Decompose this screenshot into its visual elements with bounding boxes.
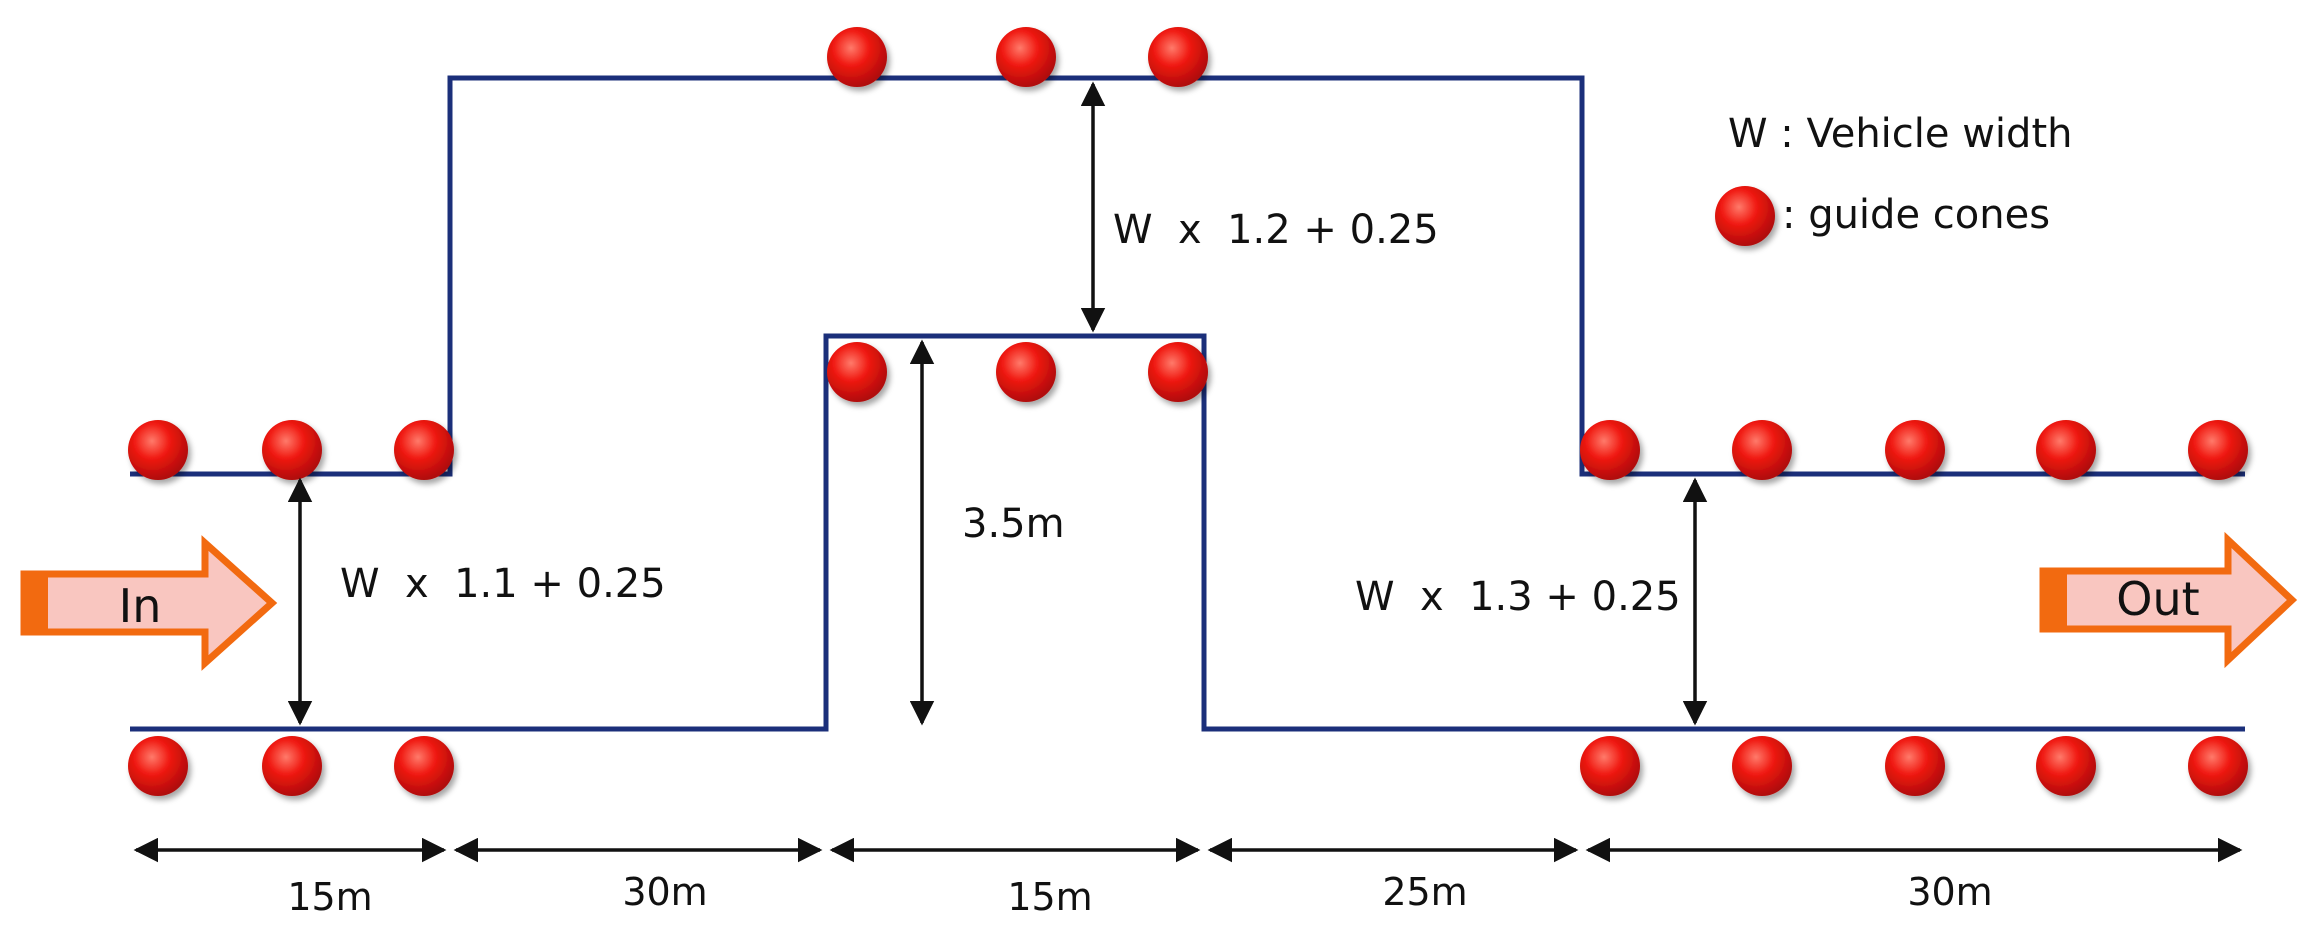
- guide-cones: [128, 27, 2248, 796]
- section-labels: 15m 30m 15m 25m 30m: [287, 870, 1992, 919]
- in-arrow-label: In: [119, 579, 162, 633]
- section-4-label: 25m: [1382, 870, 1467, 914]
- out-arrow-tail: [2041, 569, 2067, 631]
- guide-cone-entry-lower-1: [128, 736, 188, 796]
- guide-cone-middle-upper-1: [827, 27, 887, 87]
- guide-cone-exit-upper-4: [2036, 420, 2096, 480]
- exit-width-label: W x 1.3 + 0.25: [1355, 574, 1681, 620]
- guide-cone-entry-upper-2: [262, 420, 322, 480]
- legend-cone-icon: [1715, 186, 1775, 246]
- legend-guide-cones: : guide cones: [1782, 192, 2050, 238]
- course-boundaries: [130, 75, 2245, 732]
- entry-width-label: W x 1.1 + 0.25: [340, 561, 666, 607]
- legend: W : Vehicle width : guide cones: [1715, 111, 2072, 246]
- section-2-label: 30m: [622, 870, 707, 914]
- guide-cone-exit-lower-3: [1885, 736, 1945, 796]
- out-arrow: Out: [2039, 531, 2298, 669]
- guide-cone-exit-upper-1: [1580, 420, 1640, 480]
- guide-cone-middle-lower-3: [1148, 342, 1208, 402]
- out-arrow-icon: [2039, 531, 2298, 669]
- width-dimensions: [287, 81, 1708, 726]
- guide-cone-middle-lower-1: [827, 342, 887, 402]
- guide-cone-exit-upper-2: [1732, 420, 1792, 480]
- guide-cone-exit-lower-1: [1580, 736, 1640, 796]
- guide-cone-exit-upper-5: [2188, 420, 2248, 480]
- legend-vehicle-width: W : Vehicle width: [1728, 111, 2072, 157]
- in-arrow-icon: [20, 535, 278, 671]
- guide-cone-entry-upper-1: [128, 420, 188, 480]
- guide-cone-middle-upper-3: [1148, 27, 1208, 87]
- guide-cone-entry-upper-3: [394, 420, 454, 480]
- in-arrow: In: [20, 535, 278, 671]
- lower-boundary-line: [130, 333, 2245, 732]
- guide-cone-exit-lower-2: [1732, 736, 1792, 796]
- guide-cone-middle-lower-2: [996, 342, 1056, 402]
- section-5-label: 30m: [1907, 870, 1992, 914]
- guide-cone-middle-upper-2: [996, 27, 1056, 87]
- middle-width-label: W x 1.2 + 0.25: [1113, 207, 1439, 253]
- guide-cone-exit-lower-5: [2188, 736, 2248, 796]
- section-1-label: 15m: [287, 875, 372, 919]
- guide-cone-entry-lower-2: [262, 736, 322, 796]
- width-labels: W x 1.1 + 0.25 W x 1.2 + 0.25 3.5m W x 1…: [340, 207, 1681, 620]
- out-arrow-label: Out: [2116, 572, 2199, 626]
- guide-cone-exit-upper-3: [1885, 420, 1945, 480]
- in-arrow-tail: [22, 572, 48, 634]
- guide-cone-exit-lower-4: [2036, 736, 2096, 796]
- offset-label: 3.5m: [962, 501, 1065, 547]
- guide-cone-entry-lower-3: [394, 736, 454, 796]
- section-3-label: 15m: [1007, 875, 1092, 919]
